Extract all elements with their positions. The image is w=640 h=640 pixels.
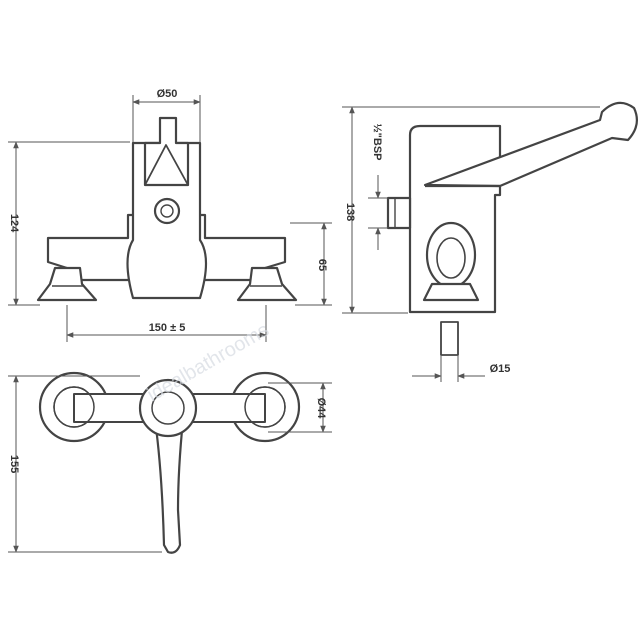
dim-height-total: 124 [8,214,20,233]
side-view [386,101,639,356]
plan-central-boss [138,378,198,438]
plan-lever [153,418,185,554]
dim-height-outlet: 65 [316,259,328,271]
side-inlet [386,196,412,230]
dim-boss-diameter: Ø44 [315,398,327,420]
front-knob [153,197,181,225]
dim-outlet-diameter: Ø15 [490,363,511,375]
dim-side-height: 138 [344,203,356,221]
front-view-dimensions [8,95,332,342]
side-view-dimensions [342,106,600,382]
dim-top-diameter: Ø50 [157,88,178,100]
dim-centres: 150 ± 5 [149,322,186,334]
dim-thread: ½"BSP [371,123,383,160]
side-outlet-pipe [440,321,459,356]
dim-lever-length: 155 [8,455,20,473]
front-right-connector [236,266,298,302]
side-lever [423,101,639,188]
plan-view-dimensions [8,375,332,553]
front-view [36,116,298,302]
front-left-connector [36,266,98,302]
side-connector [422,282,480,302]
plan-view [38,371,301,554]
